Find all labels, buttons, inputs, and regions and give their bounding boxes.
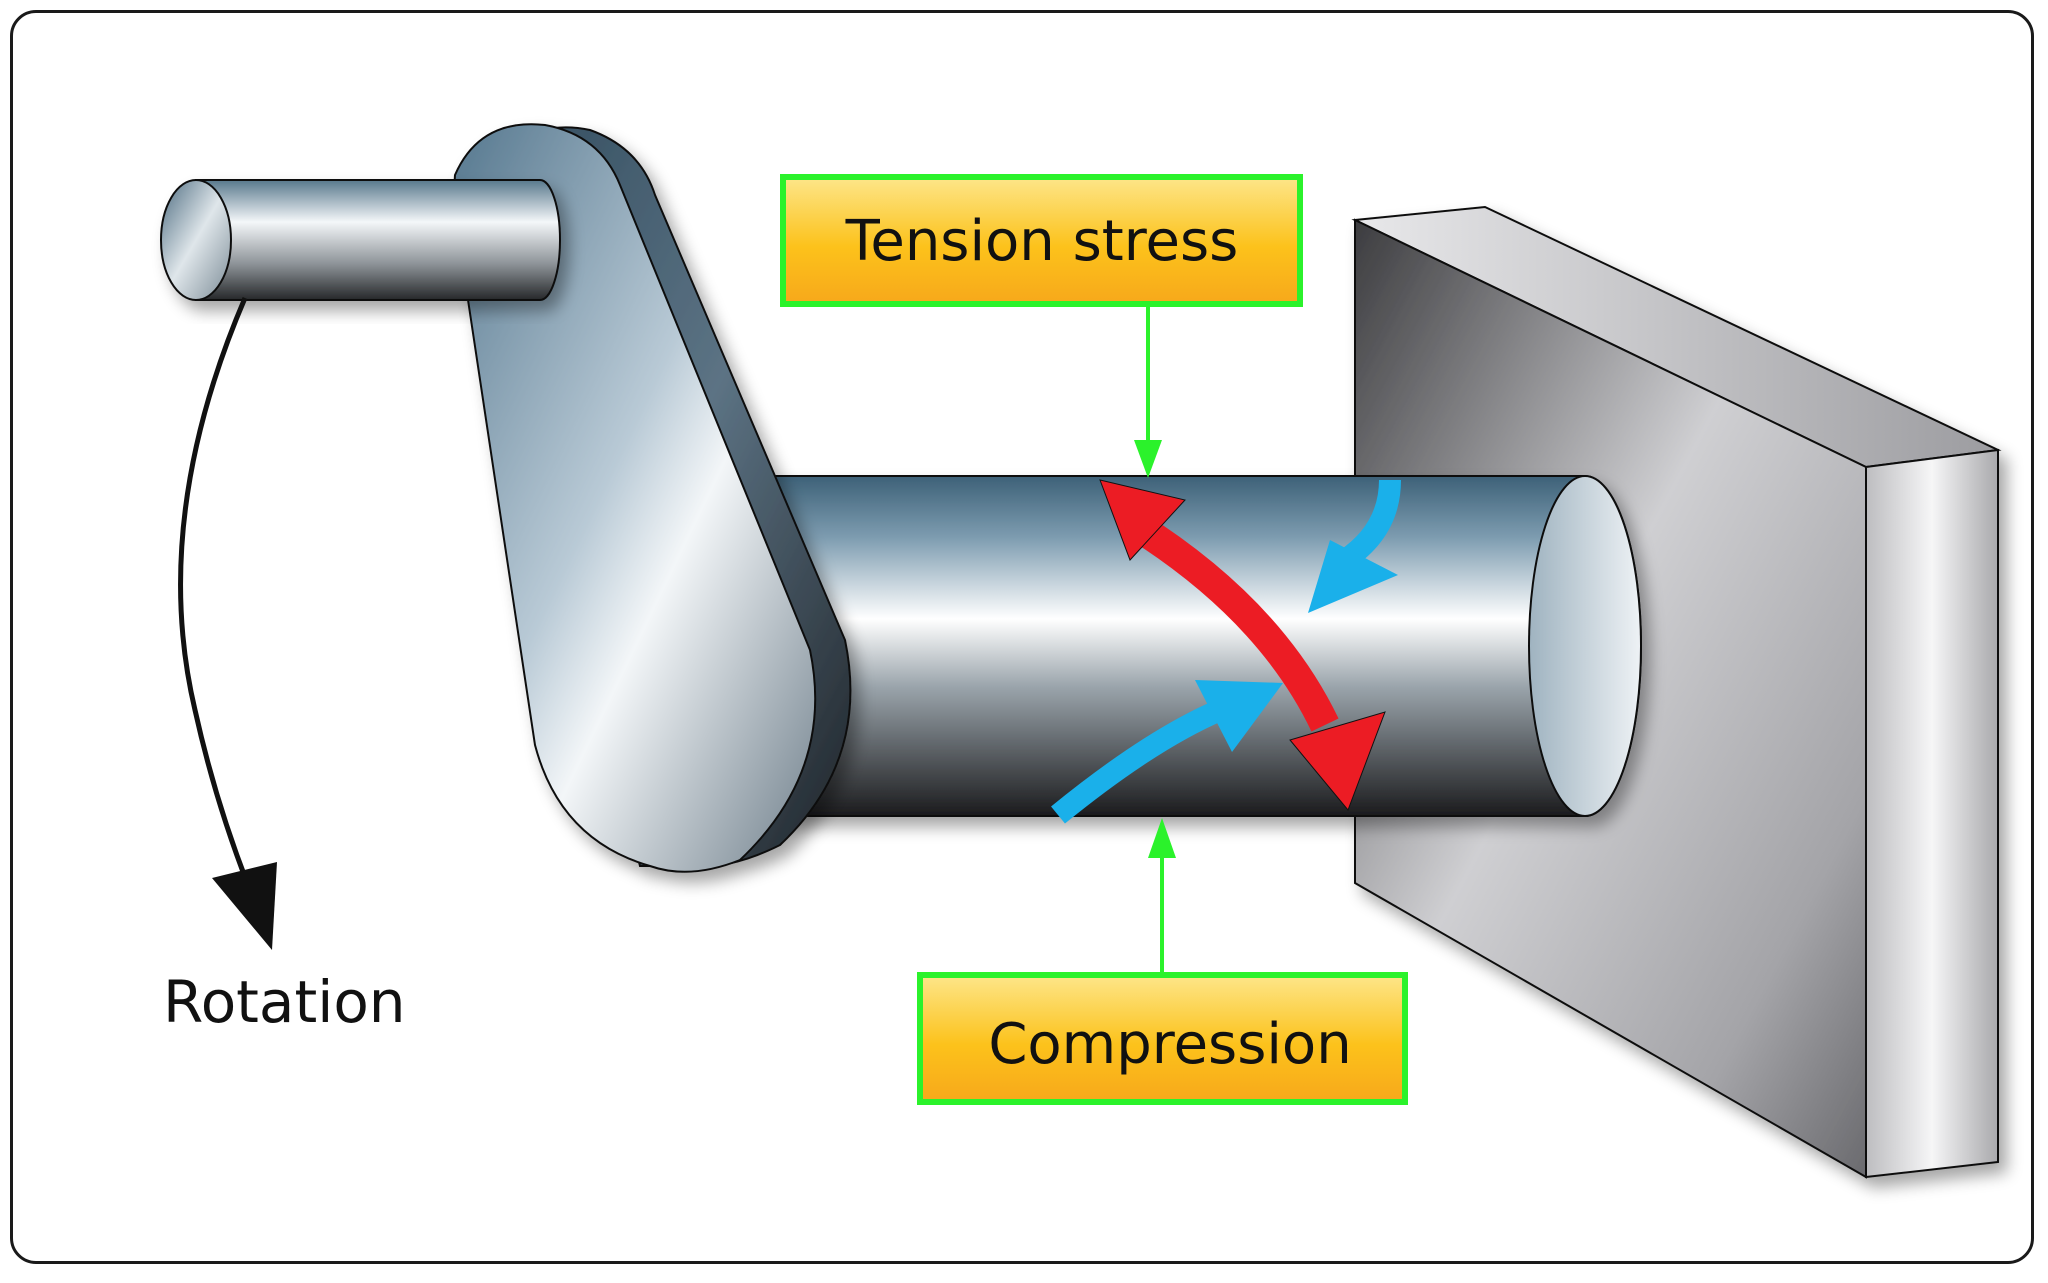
main-shaft xyxy=(769,475,1642,817)
compression-label-box: Compression xyxy=(917,972,1408,1105)
rotation-arrow xyxy=(178,297,277,950)
crank-pin xyxy=(160,179,561,301)
crank-arm xyxy=(453,123,852,873)
compression-label: Compression xyxy=(988,1012,1351,1077)
rotation-label: Rotation xyxy=(163,968,406,1036)
compression-pointer-arrow xyxy=(1148,818,1176,975)
tension-arrow xyxy=(1099,479,1386,811)
tension-label: Tension stress xyxy=(845,209,1239,274)
compression-arrow-upper xyxy=(1308,479,1401,613)
tension-label-box: Tension stress xyxy=(780,174,1303,307)
compression-arrow-lower xyxy=(1051,680,1283,824)
tension-pointer-arrow xyxy=(1134,305,1162,478)
